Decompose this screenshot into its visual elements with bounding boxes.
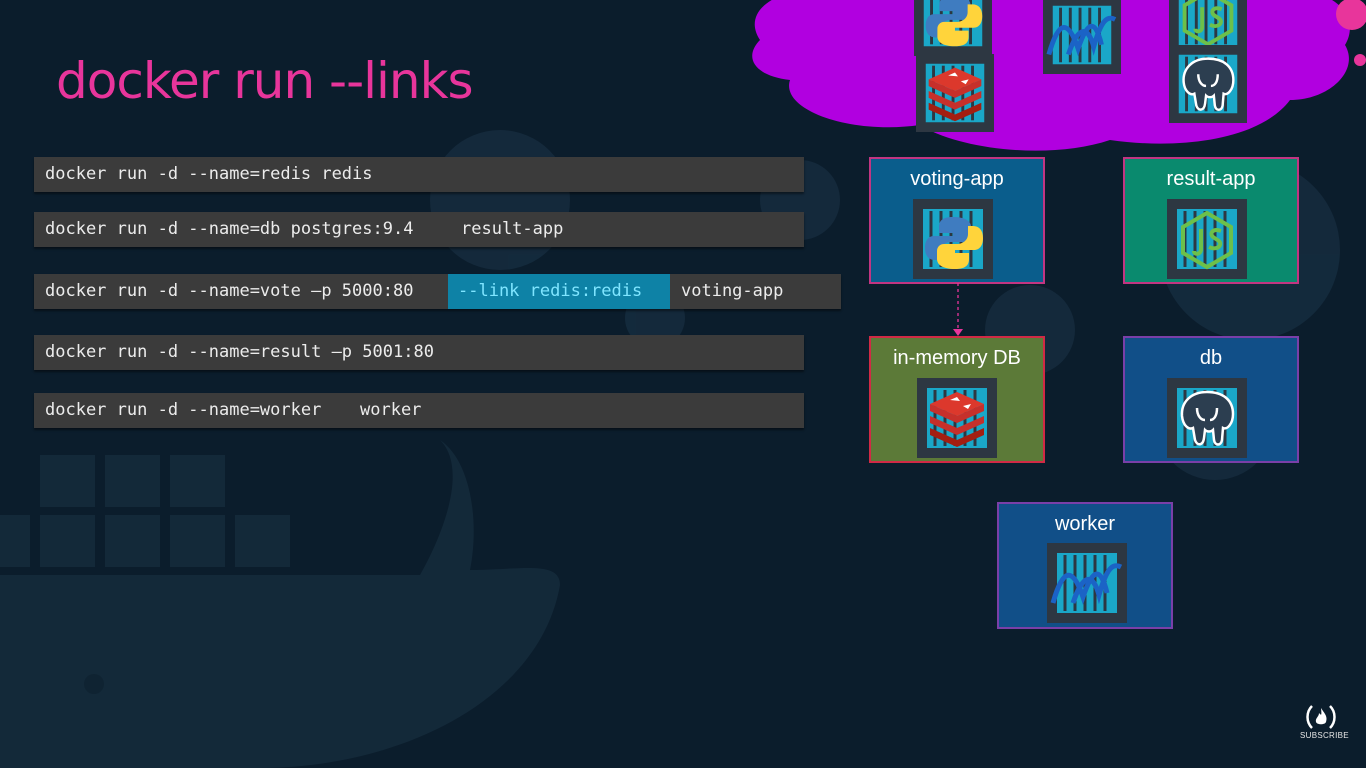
dotnet-icon bbox=[1047, 543, 1127, 623]
cloud-redis-icon bbox=[916, 54, 994, 132]
command-text: docker run -d --name=worker bbox=[45, 400, 322, 420]
command-db: docker run -d --name=db postgres:9.4 res… bbox=[34, 212, 804, 247]
nodejs-icon bbox=[1167, 199, 1247, 279]
command-text: docker run -d --name=redis redis bbox=[45, 164, 373, 184]
command-result: docker run -d --name=result –p 5001:80 bbox=[34, 335, 804, 370]
pink-dot bbox=[1336, 0, 1366, 30]
voting-app-label: voting-app bbox=[910, 168, 1004, 190]
subscribe-label: SUBSCRIBE bbox=[1300, 731, 1349, 740]
in-memory-db-label: in-memory DB bbox=[893, 347, 1021, 369]
redis-icon bbox=[917, 378, 997, 458]
command-extra: voting-app bbox=[681, 281, 784, 301]
in-memory-db-box: in-memory DB bbox=[869, 336, 1045, 463]
worker-label: worker bbox=[1054, 513, 1115, 535]
command-text: docker run -d --name=db postgres:9.4 bbox=[45, 219, 414, 239]
command-extra: worker bbox=[360, 400, 422, 420]
db-box: db bbox=[1123, 336, 1299, 463]
command-text: docker run -d --name=result –p 5001:80 bbox=[45, 342, 434, 362]
python-icon bbox=[913, 199, 993, 279]
result-app-box: result-app bbox=[1123, 157, 1299, 284]
command-vote: docker run -d --name=vote –p 5000:80 --l… bbox=[34, 274, 841, 309]
subscribe-watermark[interactable]: SUBSCRIBE bbox=[1300, 703, 1349, 740]
result-app-label: result-app bbox=[1166, 168, 1256, 190]
link-option-highlight: --link redis:redis bbox=[448, 274, 670, 309]
db-label: db bbox=[1199, 347, 1223, 369]
cloud-postgres-icon bbox=[1169, 45, 1247, 123]
cloud-dotnet-icon bbox=[1043, 0, 1121, 74]
pink-dot-small bbox=[1354, 54, 1366, 66]
command-redis: docker run -d --name=redis redis bbox=[34, 157, 804, 192]
postgres-icon bbox=[1167, 378, 1247, 458]
link-arrow bbox=[953, 283, 963, 336]
cloud-python-icon bbox=[914, 0, 992, 56]
voting-app-box: voting-app bbox=[869, 157, 1045, 284]
command-extra: result-app bbox=[461, 219, 564, 239]
page-title: docker run --links bbox=[56, 52, 474, 110]
worker-box: worker bbox=[997, 502, 1173, 629]
command-worker: docker run -d --name=worker worker bbox=[34, 393, 804, 428]
whale-watermark bbox=[0, 440, 560, 768]
freecodecamp-icon bbox=[1306, 705, 1336, 729]
command-text: docker run -d --name=vote –p 5000:80 bbox=[45, 281, 414, 301]
